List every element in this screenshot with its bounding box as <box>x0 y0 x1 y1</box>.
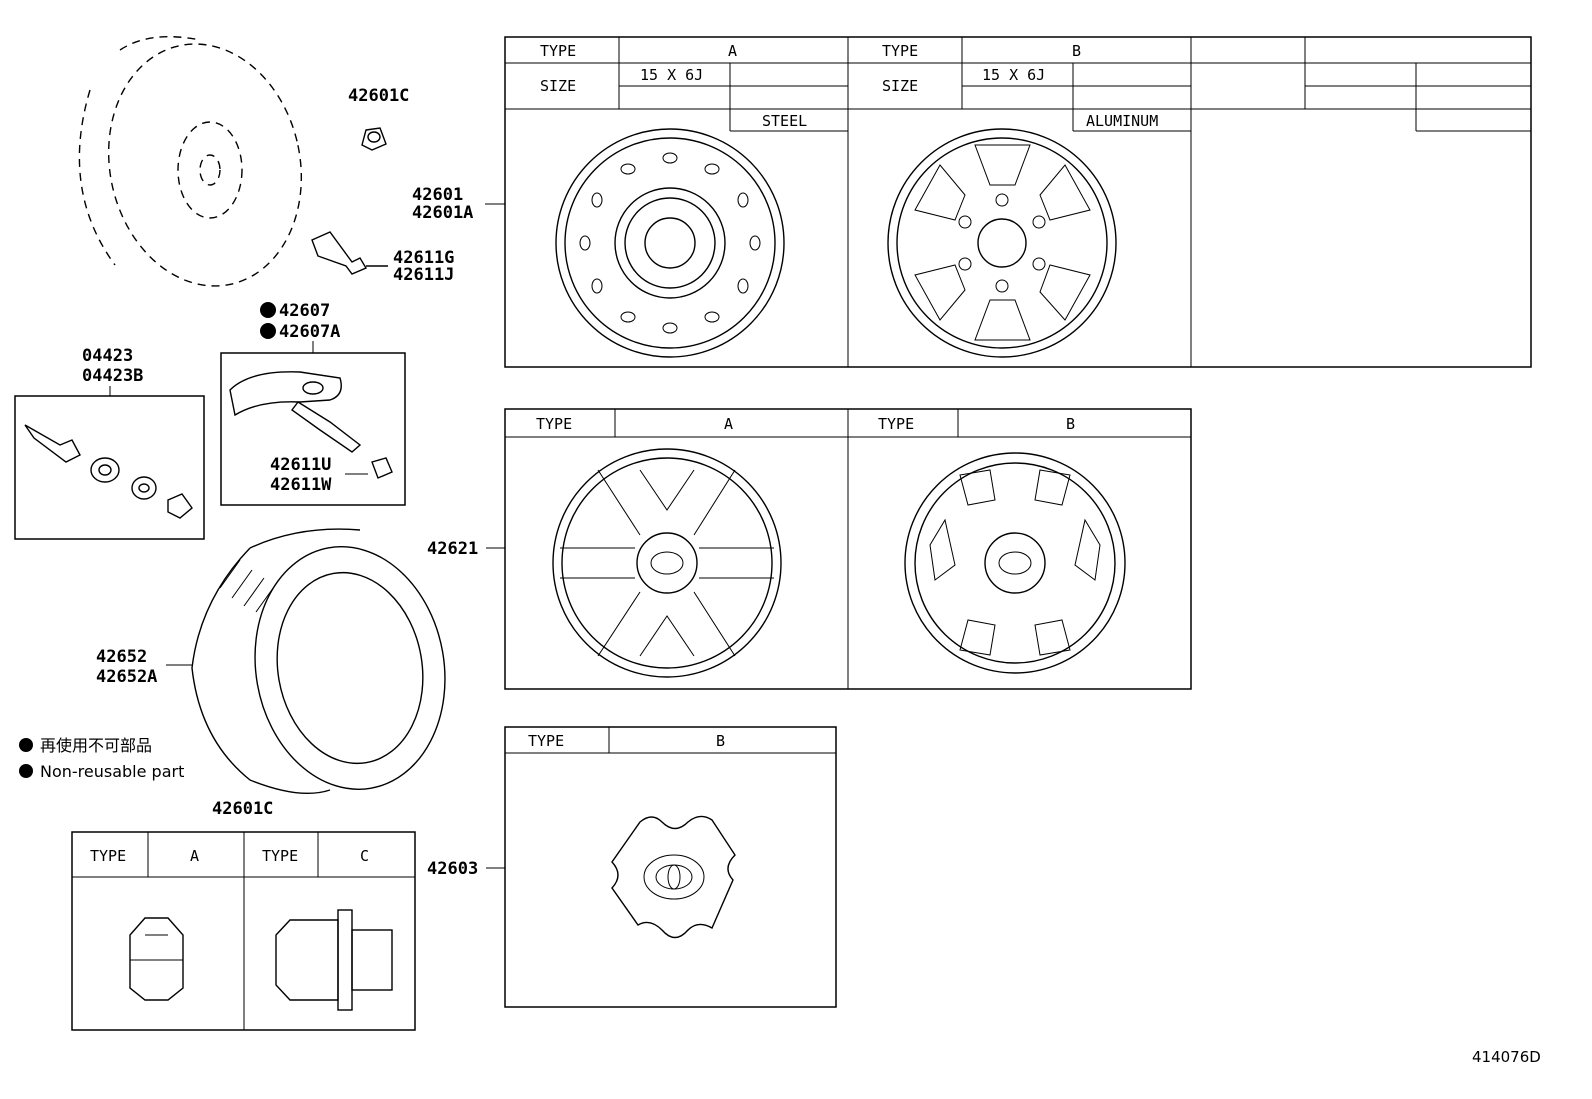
legend-japanese: 再使用不可部品 <box>40 736 152 755</box>
wheel-table-size-label-b: SIZE <box>882 77 918 95</box>
label-42611J: 42611J <box>393 265 454 285</box>
nut-table-type-label-a: TYPE <box>90 847 126 865</box>
ornament-table-type-label-b: TYPE <box>878 415 914 433</box>
label-42607A: 42607A <box>279 322 340 342</box>
wheel-table-material-b: ALUMINUM <box>1086 112 1158 130</box>
non-reusable-marker-icon <box>19 738 33 752</box>
wheel-table-type-a: A <box>728 42 737 60</box>
label-42603: 42603 <box>427 859 478 879</box>
nut-type-table <box>71 831 416 1031</box>
valve-stem-icon <box>311 231 388 275</box>
wheel-table-size-b: 15 X 6J <box>982 66 1045 84</box>
non-reusable-marker-icon <box>260 323 276 339</box>
valve-kit-box <box>14 386 205 540</box>
wheel-table-size-a: 15 X 6J <box>640 66 703 84</box>
cap-table-type-b: B <box>716 732 725 750</box>
aluminum-wheel-icon <box>887 128 1117 358</box>
wheel-table-type-label-b: TYPE <box>882 42 918 60</box>
wheel-table-type-label-a: TYPE <box>540 42 576 60</box>
label-42652: 42652 <box>96 647 147 667</box>
center-cap-icon <box>611 815 736 939</box>
label-04423: 04423 <box>82 346 133 366</box>
legend-english: Non-reusable part <box>40 762 184 781</box>
ornament-type-table <box>504 408 1192 690</box>
label-42611G: 42611G <box>393 248 454 268</box>
wheel-table-material-a: STEEL <box>762 112 807 130</box>
label-42601: 42601 <box>412 185 463 205</box>
cap-type-table <box>504 726 837 1008</box>
wheel-type-table <box>504 36 1532 368</box>
cap-table-type-label-b: TYPE <box>528 732 564 750</box>
nut-table-type-c: C <box>360 847 369 865</box>
label-42621: 42621 <box>427 539 478 559</box>
hub-nut-icon <box>361 127 387 151</box>
nut-table-type-a: A <box>190 847 199 865</box>
wheel-table-type-b: B <box>1072 42 1081 60</box>
steel-wheel-icon <box>555 128 785 358</box>
non-reusable-marker-icon <box>260 302 276 318</box>
wheel-cover-b-icon <box>904 452 1126 674</box>
tire-icon <box>191 528 446 794</box>
non-reusable-marker-icon <box>19 764 33 778</box>
diagram-id: 414076D <box>1472 1048 1541 1066</box>
nut-table-type-label-c: TYPE <box>262 847 298 865</box>
sensor-kit-box <box>220 341 406 506</box>
label-42611U: 42611U <box>270 455 331 475</box>
label-42601C-top: 42601C <box>348 86 409 106</box>
ornament-table-type-b: B <box>1066 415 1075 433</box>
wheel-table-size-label-a: SIZE <box>540 77 576 95</box>
wheel-ornament-a-icon <box>552 448 782 678</box>
label-42601A: 42601A <box>412 203 473 223</box>
label-42607: 42607 <box>279 301 330 321</box>
label-42601C-table: 42601C <box>212 799 273 819</box>
label-42652A: 42652A <box>96 667 157 687</box>
ornament-table-type-label-a: TYPE <box>536 415 572 433</box>
label-04423B: 04423B <box>82 366 143 386</box>
spare-tire-outline <box>78 36 303 287</box>
label-42611W: 42611W <box>270 475 332 495</box>
ornament-table-type-a: A <box>724 415 733 433</box>
